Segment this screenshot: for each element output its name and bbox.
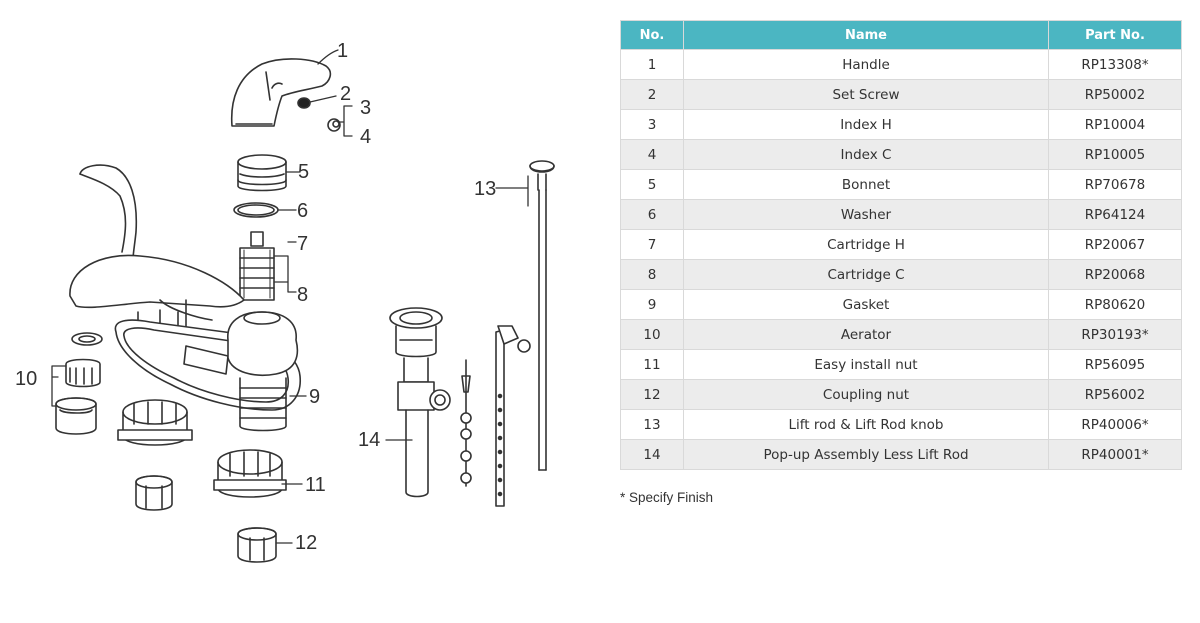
callout-12: 12	[295, 532, 317, 554]
cell-no: 5	[620, 169, 684, 200]
cell-name: Set Screw	[683, 79, 1049, 110]
lift-rod-part	[529, 160, 555, 471]
specify-finish-note: * Specify Finish	[620, 490, 714, 505]
cell-part-no: RP13308*	[1048, 49, 1182, 80]
callout-labels: 1 2 3 4 5 6 7 8 9 10 11 12 13 14	[15, 40, 496, 554]
cell-name: Cartridge C	[683, 259, 1049, 290]
cell-no: 11	[620, 349, 684, 380]
cell-part-no: RP40006*	[1048, 409, 1182, 440]
cell-no: 3	[620, 109, 684, 140]
leader-lines	[51, 49, 529, 544]
cell-name: Index C	[683, 139, 1049, 170]
cell-no: 2	[620, 79, 684, 110]
callout-10: 10	[15, 368, 37, 390]
cell-no: 14	[620, 439, 684, 470]
cell-no: 6	[620, 199, 684, 230]
cell-part-no: RP40001*	[1048, 439, 1182, 470]
cell-no: 8	[620, 259, 684, 290]
cell-name: Lift rod & Lift Rod knob	[683, 409, 1049, 440]
cell-name: Bonnet	[683, 169, 1049, 200]
callout-5: 5	[298, 161, 309, 183]
valve-body	[227, 311, 299, 432]
cell-no: 7	[620, 229, 684, 260]
callout-3: 3	[360, 97, 371, 119]
cell-part-no: RP10004	[1048, 109, 1182, 140]
cell-name: Gasket	[683, 289, 1049, 320]
cell-no: 10	[620, 319, 684, 350]
header-no: No.	[620, 20, 684, 50]
cell-part-no: RP56095	[1048, 349, 1182, 380]
cell-part-no: RP80620	[1048, 289, 1182, 320]
faucet-exploded-view: 1 2 3 4 5 6 7 8 9 10 11 12 13 14	[15, 40, 555, 563]
cell-part-no: RP56002	[1048, 379, 1182, 410]
callout-13: 13	[474, 178, 496, 200]
set-screw-part	[297, 97, 311, 109]
header-name: Name	[683, 20, 1049, 50]
cell-part-no: RP10005	[1048, 139, 1182, 170]
cell-name: Pop-up Assembly Less Lift Rod	[683, 439, 1049, 470]
cell-name: Handle	[683, 49, 1049, 80]
callout-1: 1	[337, 40, 348, 62]
handle-part	[230, 58, 332, 127]
cell-name: Coupling nut	[683, 379, 1049, 410]
callout-2: 2	[340, 83, 351, 105]
cell-name: Aerator	[683, 319, 1049, 350]
cell-part-no: RP70678	[1048, 169, 1182, 200]
cell-no: 13	[620, 409, 684, 440]
cell-name: Cartridge H	[683, 229, 1049, 260]
bonnet-part	[237, 154, 287, 192]
exploded-parts-diagram: 1 2 3 4 5 6 7 8 9 10 11 12 13 14	[15, 40, 555, 563]
callout-7: 7	[297, 233, 308, 255]
callout-14: 14	[358, 429, 380, 451]
coupling-nut-part	[135, 475, 277, 563]
cartridge-part	[239, 231, 275, 301]
callout-9: 9	[309, 386, 320, 408]
cell-name: Easy install nut	[683, 349, 1049, 380]
callout-6: 6	[297, 200, 308, 222]
cell-part-no: RP30193*	[1048, 319, 1182, 350]
index-part	[327, 118, 341, 132]
callout-4: 4	[360, 126, 371, 148]
popup-assembly-part	[389, 307, 531, 507]
cell-no: 9	[620, 289, 684, 320]
cell-name: Washer	[683, 199, 1049, 230]
cell-no: 12	[620, 379, 684, 410]
cell-part-no: RP20067	[1048, 229, 1182, 260]
cell-part-no: RP64124	[1048, 199, 1182, 230]
callout-11: 11	[305, 474, 326, 496]
cell-name: Index H	[683, 109, 1049, 140]
easy-install-nut-part	[117, 399, 287, 498]
callout-8: 8	[297, 284, 308, 306]
cell-part-no: RP50002	[1048, 79, 1182, 110]
cell-part-no: RP20068	[1048, 259, 1182, 290]
header-part-no: Part No.	[1048, 20, 1182, 50]
table-header-row: No. Name Part No.	[620, 20, 1182, 50]
aerator-part	[55, 332, 103, 435]
cell-no: 4	[620, 139, 684, 170]
cell-no: 1	[620, 49, 684, 80]
